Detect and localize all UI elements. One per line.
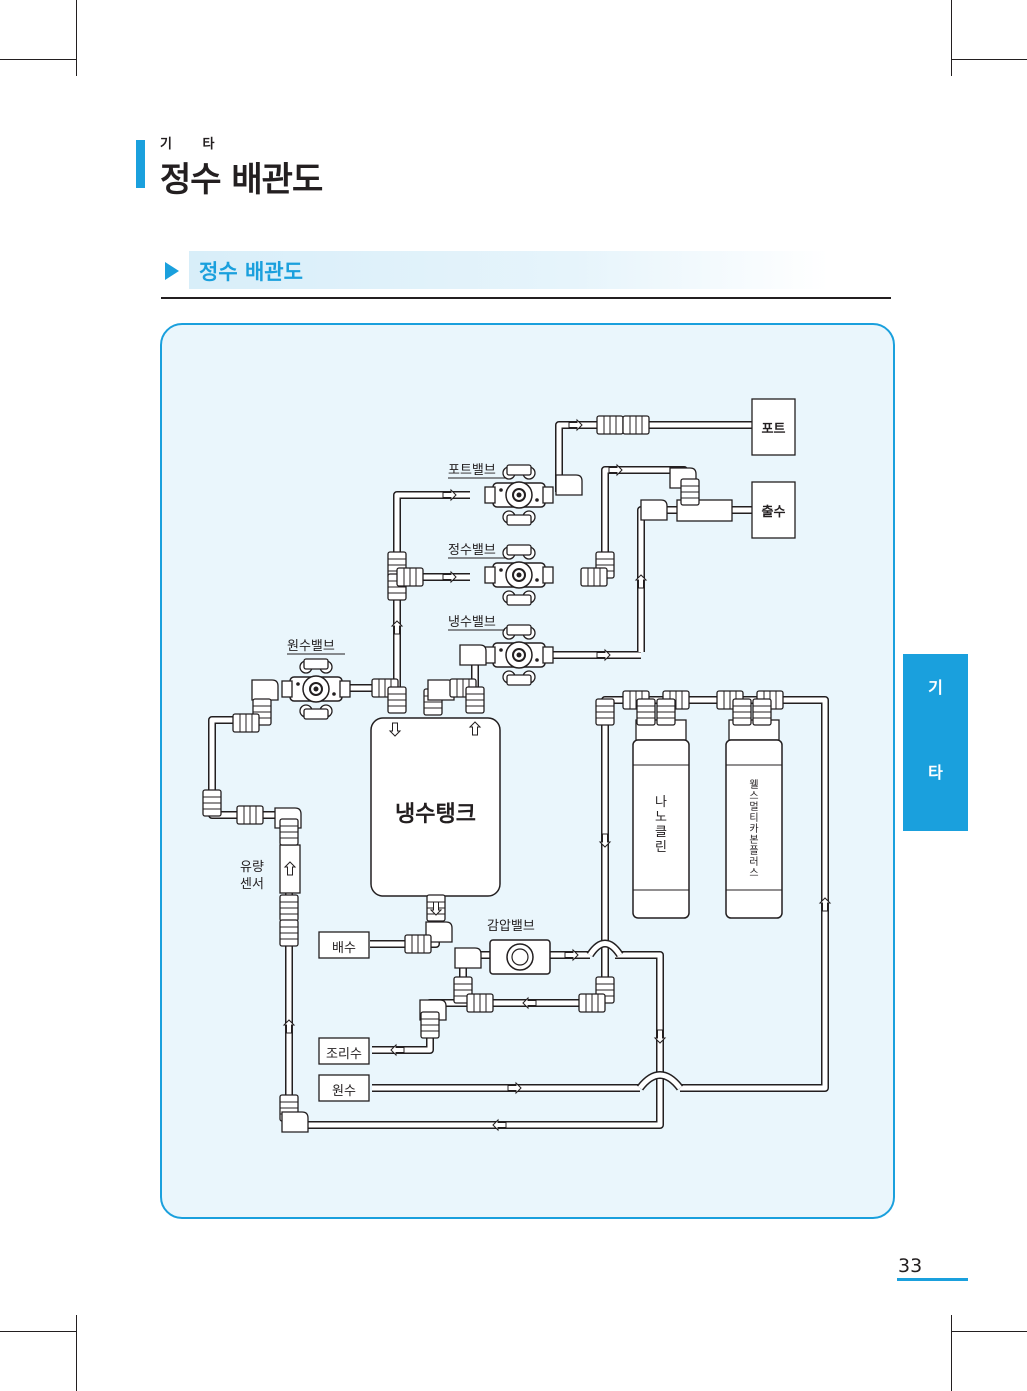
section-divider bbox=[161, 297, 891, 299]
label-drain: 배수 bbox=[332, 941, 356, 956]
pot-box bbox=[751, 398, 796, 456]
pressure-reducing-valve bbox=[489, 939, 551, 975]
label-source-valve: 원수밸브 bbox=[287, 639, 335, 654]
label-flow-sensor-1: 유량 bbox=[240, 860, 264, 875]
crop-mark bbox=[0, 1331, 76, 1332]
chapter-side-tab: 기 타 bbox=[903, 654, 968, 831]
label-dispense: 출수 bbox=[761, 505, 786, 520]
page-number: 33 bbox=[898, 1255, 923, 1277]
label-purify-valve: 정수밸브 bbox=[448, 543, 496, 558]
section-heading-band bbox=[189, 251, 829, 289]
section-title: 정수 배관도 bbox=[199, 260, 303, 284]
label-flow-sensor-2: 센서 bbox=[240, 877, 264, 892]
cold-valve bbox=[484, 624, 554, 686]
page-category: 기 타 bbox=[160, 137, 228, 152]
label-cooking-water: 조리수 bbox=[326, 1047, 362, 1062]
crop-mark bbox=[951, 1331, 1027, 1332]
side-tab-char-2: 타 bbox=[928, 763, 943, 782]
label-pot: 포트 bbox=[761, 422, 786, 437]
triangle-bullet-icon bbox=[165, 262, 179, 280]
crop-mark bbox=[951, 1315, 952, 1391]
title-accent-bar bbox=[136, 140, 145, 188]
label-filter-wells: 웰스멀티카본플러스 bbox=[749, 780, 759, 879]
source-valve bbox=[281, 658, 351, 720]
label-cold-valve: 냉수밸브 bbox=[448, 615, 496, 630]
crop-mark bbox=[951, 0, 952, 76]
page-title: 정수 배관도 bbox=[160, 160, 323, 200]
cooking-water-box bbox=[318, 1037, 370, 1065]
source-water-box bbox=[318, 1074, 370, 1102]
label-filter-nanoclean: 나노클린 bbox=[655, 795, 667, 855]
label-tank: 냉수탱크 bbox=[395, 802, 476, 827]
label-pot-valve: 포트밸브 bbox=[448, 463, 496, 478]
crop-mark bbox=[951, 59, 1027, 60]
drain-box bbox=[318, 931, 370, 959]
side-tab-char-1: 기 bbox=[928, 678, 943, 697]
label-pressure-valve: 감압밸브 bbox=[487, 919, 535, 934]
crop-mark bbox=[76, 0, 77, 76]
dispense-box bbox=[751, 481, 796, 539]
page-number-underline bbox=[897, 1278, 968, 1281]
crop-mark bbox=[0, 59, 76, 60]
label-source-water: 원수 bbox=[332, 1084, 356, 1099]
crop-mark bbox=[76, 1315, 77, 1391]
